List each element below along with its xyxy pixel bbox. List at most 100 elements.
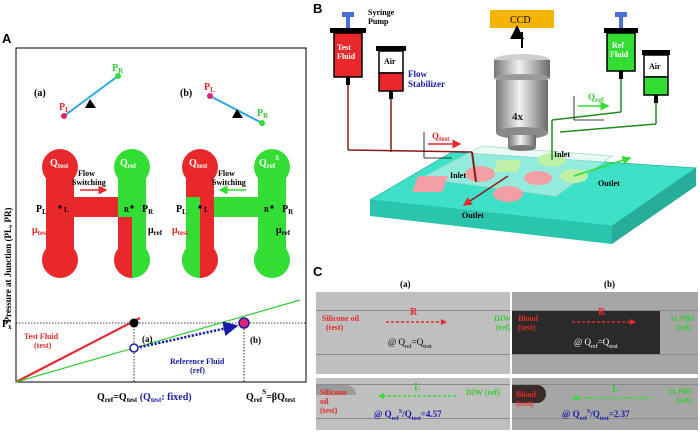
air-label-1: Air [384,57,396,66]
ref-fluid-label-2: (ref) [190,366,205,375]
col-label-b: (b) [604,279,615,289]
h-b-mu-ref: μref [276,225,291,237]
microfluidic-chip [368,145,698,244]
h-channel-a [42,149,150,278]
objective-lens [494,54,550,151]
col-label-a: (a) [400,279,411,289]
silicone-label-2b: oil [320,397,329,406]
h-channel-b [182,149,290,278]
test-label-a: (test) [326,323,344,332]
test-label-d: (test) [516,399,534,408]
flow-stabilizer-test [376,46,406,152]
pbs-label-top-1: 1x PBS [670,314,695,323]
micrograph-a-top: Silicone oil (test) DIW (ref) R @ Qref=Q… [316,292,510,374]
test-label-b: (test) [518,323,536,332]
flow-stabilizer-ref [559,50,670,133]
sub-label-b: (b) [180,88,192,99]
h-a-flow-2: Switching [72,178,106,187]
eq-top-b: @ Qref=Qtest [574,337,618,350]
h-b-flow-2: Switching [212,178,246,187]
ccd-label: CCD [510,15,531,26]
pbs-bottom-1: 1x PBS [668,387,693,396]
test-inlet-tube [471,151,477,183]
seesaw-a [61,73,121,119]
bottom-equation-2: QrefS=βQtest [246,388,296,404]
h-b-flow-1: Flow [218,169,235,178]
objective-label: 4x [512,111,524,123]
sub-label-a: (a) [34,88,46,99]
ref-outlet-arrow [573,156,632,177]
blood-label-bottom: Blood [516,390,537,399]
pbs-label-top-2: (ref) [676,323,691,332]
h-a-qtest: Qtest [50,158,69,170]
diw-ref-bottom: DIW (ref) [466,388,500,397]
ref-fluid-label-1: Reference Fluid [170,357,225,366]
inlet-label-2: Inlet [554,150,570,159]
point-a-black [129,318,139,328]
label-l-a: L [414,382,421,393]
air-label-2: Air [649,62,661,71]
qref-label: Qref [588,92,604,104]
silicone-label-2a: Silicone [320,388,347,397]
test-fluid-syringe-1: Test [337,43,351,52]
y-axis-label: Pressure at Junction (PL, PR) [3,208,13,323]
pbs-bottom-2: (ref) [676,396,691,405]
seesaw-a-pr: PR [112,63,124,75]
ref-fluid-syringe-1: Ref [612,41,624,50]
syringe-pump-label-1: Syringe [368,8,395,17]
test-fluid-line [15,317,141,383]
syringe-test [330,12,473,153]
test-outlet-arrow [462,175,509,206]
outlet-label-2: Outlet [598,179,620,188]
panel-b-setup: Syringe Pump Test Fluid Air Flow Stabili… [330,8,698,244]
h-a-L: L [64,206,69,214]
h-a-pr: PR [142,204,154,216]
panel-label-c: C [313,264,323,279]
eq-top-a: @ Qref=Qtest [388,337,432,350]
ref-fluid-line [15,299,301,383]
point-b [238,317,250,329]
seesaw-a-pl: PL [59,102,70,114]
panel-a-frame [15,47,307,383]
micrograph-a-bottom: Silicone oil (test) DIW (ref) L @ QrefS/… [316,378,510,430]
px-label: Px [2,319,12,331]
blood-label-top: Blood [518,314,539,323]
h-a-mu-ref: μref [148,225,163,237]
h-a-pl: PL [36,204,47,216]
h-a-flow-1: Flow [78,169,95,178]
point-a-open [129,343,139,353]
h-b-L: L [204,206,209,214]
silicone-oil-label: Silicone oil [322,314,360,323]
h-a-R: R [124,206,130,214]
diw-label-a2: (ref) [496,323,510,332]
h-b-pr: PR [282,204,294,216]
test-label-c: (test) [320,406,338,415]
inlet-label-1: Inlet [450,171,466,180]
panel-label-b: B [313,1,323,16]
switch-arrow [135,321,239,350]
syringe-ref [551,12,638,160]
bottom-equation-1: Qref=Qtest (Qtest: fixed) [97,392,192,404]
outlet-label-1: Outlet [462,211,484,220]
test-fluid-label-1: Test Fluid [24,332,59,341]
plot-marker-b: (b) [250,335,261,345]
ratio-b: @ QrefS/Qtest=2.37 [562,409,630,422]
ref-fluid-syringe-2: Fluid [610,50,629,59]
test-fluid-syringe-2: Fluid [337,52,356,61]
h-a-mu-test: μtest [32,225,49,237]
ratio-a: @ QrefS/Qtest=4.57 [374,409,442,422]
seesaw-b-pl: PL [204,82,215,94]
micrograph-b-bottom: Blood (test) 1x PBS (ref) L @ QrefS/Qtes… [512,378,698,430]
panel-a-diagram: (a) (b) PL PR PL PR Qtest Qref Flow Swit… [2,47,307,404]
h-b-qtest: Qtest [189,158,208,170]
ccd-camera [490,10,554,28]
diw-label-a1: DIW [494,314,510,323]
h-b-qref: QrefS [259,154,279,170]
seesaw-b [207,93,265,126]
label-l-b: L [612,384,619,395]
h-b-R: R [264,206,270,214]
h-b-mu-test: μtest [172,225,189,237]
panel-label-a: A [2,31,12,46]
pressure-plot [15,299,306,383]
flow-stabilizer-label-2: Stabilizer [408,79,445,89]
